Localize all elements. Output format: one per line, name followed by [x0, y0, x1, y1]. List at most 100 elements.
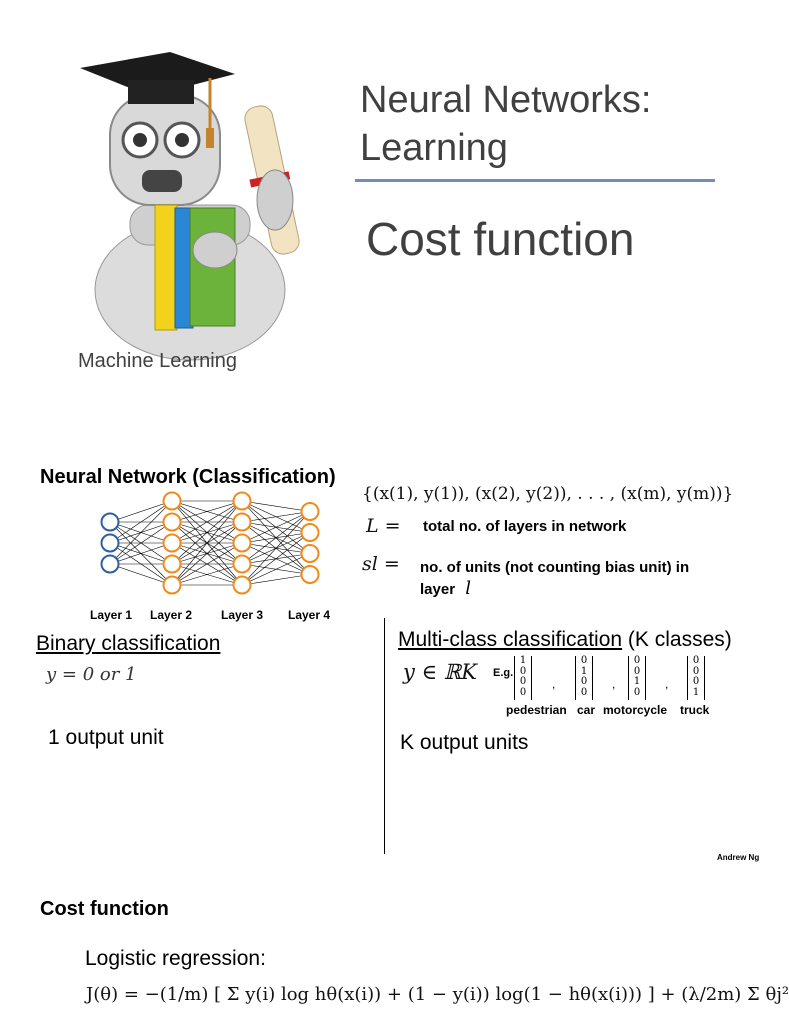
network-edge [109, 500, 173, 565]
network-unit-layer-2 [162, 554, 182, 574]
network-unit-layer-3 [232, 575, 252, 595]
network-edge [171, 500, 243, 523]
vector-value: 0 [692, 655, 700, 666]
network-edge [171, 542, 243, 586]
slide-title-line2: Learning [360, 127, 508, 169]
multiclass-output-units: K output units [400, 731, 529, 754]
layer-label-4: Layer 4 [288, 608, 331, 622]
robot-mascot-illustration [70, 40, 330, 361]
network-unit-layer-4 [300, 523, 320, 542]
network-edge [171, 500, 243, 565]
network-edge [171, 521, 243, 586]
vector-label-car: car [577, 703, 596, 717]
network-edge [171, 563, 243, 586]
L-symbol: L = [366, 515, 401, 537]
vector-value: 0 [580, 655, 588, 666]
s-definition-line1: no. of units (not counting bias unit) in [420, 559, 690, 576]
vector-value: 0 [633, 665, 641, 677]
layer-label-3: Layer 3 [221, 608, 264, 622]
network-edge [241, 500, 311, 512]
vector-value: 0 [580, 686, 588, 698]
vector-value: 0 [692, 665, 700, 677]
vector-label-motorcycle: motorcycle [603, 703, 668, 717]
network-unit-layer-3 [232, 533, 252, 553]
network-edges [109, 500, 311, 586]
vector-value: 0 [633, 655, 641, 666]
eg-label: E.g. [493, 667, 514, 679]
vector-label-pedestrian: pedestrian [506, 703, 567, 717]
binary-equation: y = 0 or 1 [46, 664, 137, 685]
vector-value: 1 [519, 655, 527, 666]
binary-classification-title: Binary classification [36, 632, 221, 655]
s-definition-line2: layer l [420, 578, 740, 600]
multiclass-title: Multi-class classification (K classes) [398, 628, 732, 652]
vector-value: 1 [692, 686, 700, 698]
vector-value: 0 [519, 676, 527, 687]
network-unit-layer-3 [232, 512, 252, 532]
layer-label-2: Layer 2 [150, 608, 193, 622]
network-edge [171, 500, 243, 586]
vector-value: 0 [519, 686, 527, 698]
s-definition-var: l [465, 578, 471, 599]
network-unit-layer-4 [300, 565, 320, 584]
network-unit-layer-2 [162, 491, 182, 511]
logistic-regression-label: Logistic regression: [85, 947, 266, 970]
layer-label-1: Layer 1 [90, 608, 133, 622]
network-edge [171, 500, 243, 544]
multiclass-title-rest: (K classes) [622, 628, 732, 651]
multiclass-equation: y ∈ ℝK [403, 660, 477, 684]
vector-value: 0 [580, 676, 588, 687]
vector-value: 1 [633, 676, 641, 687]
vector-value: 0 [633, 686, 641, 698]
L-definition: total no. of layers in network [423, 518, 627, 535]
network-edge [241, 553, 311, 586]
vector-value: 0 [519, 665, 527, 677]
network-edge [109, 500, 173, 523]
network-edge [241, 511, 311, 586]
one-hot-vector-car: 0 1 0 0 [575, 655, 593, 700]
course-name: Machine Learning [78, 350, 237, 372]
binary-output-units: 1 output unit [48, 726, 164, 749]
network-unit-layer-2 [162, 533, 182, 553]
comma: , [552, 677, 556, 691]
network-unit-layer-4 [300, 502, 320, 521]
network-edge [109, 542, 173, 565]
network-edge [109, 521, 173, 565]
one-hot-vector-motorcycle: 0 0 1 0 [628, 655, 646, 700]
logistic-regression-cost-equation: J(θ) = −(1/m) [ Σ y(i) log hθ(x(i)) + (1… [86, 984, 789, 1005]
network-edge [109, 563, 173, 586]
network-unit-layer-3 [232, 491, 252, 511]
vector-label-truck: truck [680, 703, 710, 717]
training-set-notation: {(x(1), y(1)), (x(2), y(2)), . . . , (x(… [362, 484, 734, 504]
network-edge [241, 574, 311, 586]
slide-title-line1: Neural Networks: [360, 79, 652, 121]
s-definition: no. of units (not counting bias unit) in… [420, 557, 740, 600]
network-nodes [100, 491, 320, 595]
s-definition-layer-word: layer [420, 581, 456, 598]
one-hot-vector-pedestrian: 1 0 0 0 [514, 655, 532, 700]
network-unit-layer-3 [232, 554, 252, 574]
section-title-cost-function: Cost function [40, 898, 169, 920]
network-edge [109, 500, 173, 544]
author-credit: Andrew Ng [717, 853, 760, 862]
column-divider [384, 618, 385, 854]
network-edge [241, 511, 311, 565]
vector-value: 1 [580, 665, 588, 677]
network-unit-layer-2 [162, 575, 182, 595]
network-edge [241, 511, 311, 523]
section-title-classification: Neural Network (Classification) [40, 466, 336, 488]
slide-title: Neural Networks: Learning [360, 76, 651, 172]
one-hot-vector-truck: 0 0 0 1 [687, 655, 705, 700]
vector-value: 0 [692, 676, 700, 687]
slide-subtitle: Cost function [366, 213, 635, 265]
network-unit-layer-1 [100, 512, 120, 532]
comma: , [665, 677, 669, 691]
network-unit-layer-1 [100, 533, 120, 553]
multiclass-title-underlined: Multi-class classification [398, 628, 623, 651]
network-unit-layer-4 [300, 544, 320, 563]
neural-network-diagram [100, 491, 320, 595]
network-unit-layer-2 [162, 512, 182, 532]
network-unit-layer-1 [100, 554, 120, 574]
comma: , [612, 677, 616, 691]
title-underline-rule [355, 179, 715, 182]
